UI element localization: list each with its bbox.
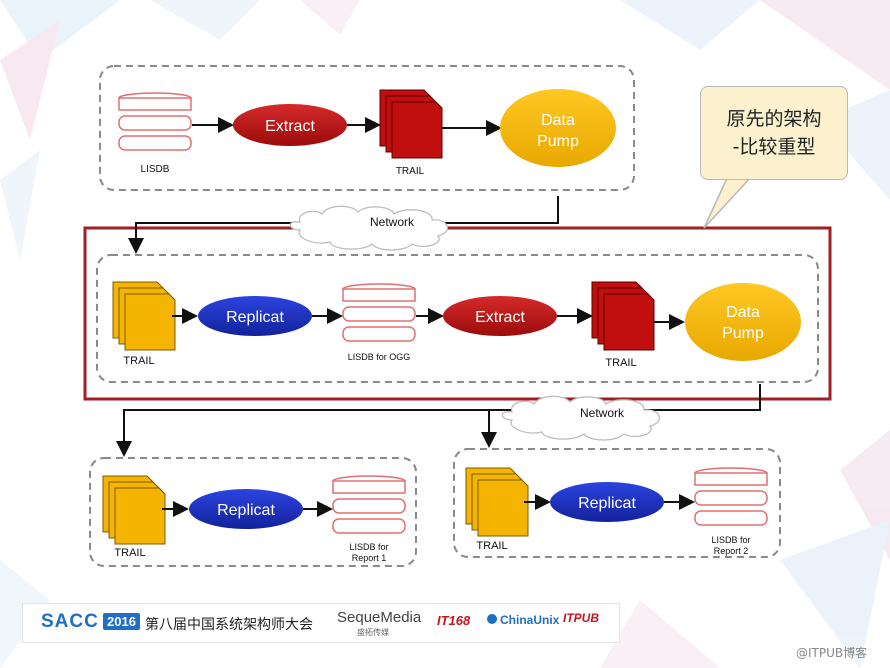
trail-file-stack-icon [379, 89, 443, 159]
lisdb-ogg-label: LISDB for OGG [348, 352, 411, 362]
sequemedia-logo-text: SequeMedia [337, 609, 422, 626]
extract-node [233, 104, 347, 146]
data-pump-node-2 [685, 283, 801, 361]
data-pump-label-line1: Data [541, 112, 575, 129]
extract-label-2: Extract [475, 309, 525, 326]
replicat-node [198, 296, 312, 336]
report1-replicat-label: Replicat [217, 502, 275, 519]
replicat-label: Replicat [226, 309, 284, 326]
data-pump-label-line2: Pump [537, 133, 579, 150]
network-cloud-icon [289, 205, 448, 251]
callout-line1: 原先的架构 [726, 108, 822, 130]
sequemedia-sub-text: 盛拓传媒 [357, 628, 389, 637]
report2-trail-label: TRAIL [476, 540, 507, 552]
report1-trail-file-stack-icon [102, 475, 166, 545]
report1-replicat-node [189, 489, 303, 529]
chinaunix-icon [487, 614, 497, 624]
extract-label: Extract [265, 118, 315, 135]
middle-container [96, 254, 819, 383]
trail-in-label: TRAIL [123, 355, 154, 367]
report2-container [453, 448, 781, 558]
extract-node-2 [443, 296, 557, 336]
report2-db-label-line2: Report 2 [714, 546, 749, 556]
trail-out-label: TRAIL [605, 357, 636, 369]
callout-pointer [703, 175, 754, 229]
trail-label: TRAIL [396, 166, 425, 177]
trail-out-file-stack-icon [591, 281, 655, 351]
report1-database-icon [332, 475, 406, 534]
conference-name: 第八届中国系统架构师大会 [145, 617, 313, 633]
callout-box: 原先的架构 -比较重型 [700, 86, 848, 180]
network-label-2: Network [580, 406, 625, 420]
report1-db-label-line1: LISDB for [349, 542, 388, 552]
itpub-logo-text: ITPUB [563, 611, 599, 625]
chinaunix-logo-text: ChinaUnix [500, 613, 560, 627]
network-label: Network [370, 215, 415, 229]
data-pump-node [500, 89, 616, 167]
report2-database-icon [694, 467, 768, 526]
itpub-watermark: @ITPUB博客 [796, 646, 868, 660]
report1-trail-label: TRAIL [114, 547, 145, 559]
data-pump2-label-line1: Data [726, 304, 760, 321]
it168-logo-text: IT168 [437, 613, 471, 628]
data-pump2-label-line2: Pump [722, 325, 764, 342]
report2-replicat-node [550, 482, 664, 522]
report1-db-label-line2: Report 1 [352, 553, 387, 563]
trail-in-file-stack-icon [112, 281, 176, 351]
sacc-logo-text: SACC [41, 611, 99, 632]
network-cloud-icon-2 [501, 395, 660, 441]
callout-line2: -比较重型 [732, 136, 816, 158]
report1-container [89, 457, 417, 567]
footer-sponsor-bar: SACC 2016 第八届中国系统架构师大会 SequeMedia 盛拓传媒 I… [22, 603, 620, 643]
lisdb-label: LISDB [141, 164, 170, 175]
lisdb-database-icon [118, 92, 192, 151]
sacc-year-badge: 2016 [103, 613, 140, 630]
report2-trail-file-stack-icon [465, 467, 529, 537]
source-container [99, 65, 635, 191]
lisdb-ogg-database-icon [342, 283, 416, 342]
middle-highlight-frame [83, 226, 832, 401]
report2-db-label-line1: LISDB for [711, 535, 750, 545]
report2-replicat-label: Replicat [578, 495, 636, 512]
